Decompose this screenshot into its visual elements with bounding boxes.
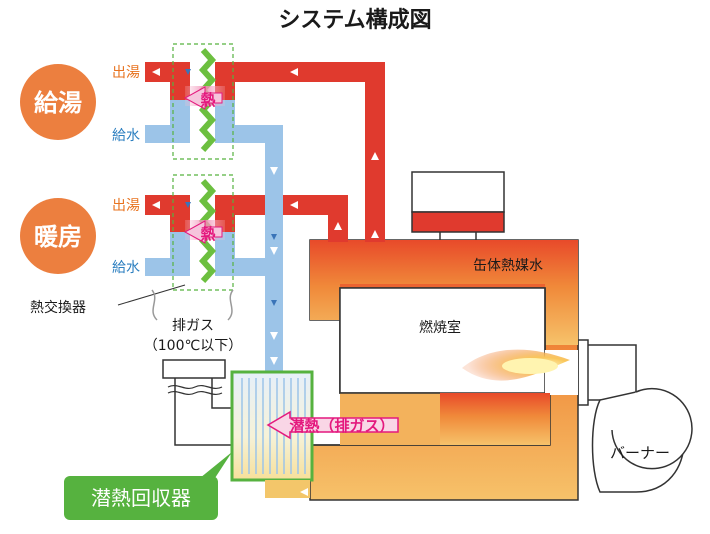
danbo-heat-arrow	[183, 220, 223, 244]
exhaust-label: 排ガス	[172, 318, 214, 334]
burner-flame	[462, 349, 570, 381]
burner-label: バーナー	[610, 444, 670, 462]
callout-pointer	[200, 452, 232, 478]
boiler-label: 缶体熱媒水	[473, 258, 543, 274]
kyuto-badge-label: 給湯	[34, 89, 82, 117]
danbo-hot-out-label: 出湯	[112, 197, 140, 214]
danbo-heat-exchanger-box	[172, 174, 234, 291]
exhaust-temp-label: （100℃以下）	[144, 338, 242, 354]
kyuto-hot-out-label: 出湯	[112, 64, 140, 81]
latent-recovery-callout	[64, 476, 218, 520]
danbo-badge	[20, 198, 96, 274]
latent-heat-label: 潜熱（排ガス）	[289, 417, 394, 435]
kyuto-water-in-label: 給水	[112, 128, 140, 144]
kyuto-heat-label: 熱	[200, 91, 215, 109]
diagram-title: システム構成図	[278, 7, 431, 33]
blue-flow-arrows	[185, 69, 277, 306]
latent-heat-arrow	[266, 410, 399, 440]
heat-exchanger-label: 熱交換器	[30, 299, 86, 316]
danbo-water-in-label: 給水	[112, 260, 140, 276]
danbo-heat-label: 熱	[200, 225, 215, 243]
flow-arrows	[152, 68, 379, 365]
burner	[577, 339, 693, 493]
kyuto-badge	[20, 64, 96, 140]
danbo-badge-label: 暖房	[34, 223, 82, 251]
exhaust-stack	[151, 289, 234, 446]
kyuto-heat-arrow	[183, 86, 223, 110]
kyuto-heat-exchanger-box	[172, 43, 234, 160]
latent-recovery-label: 潜熱回収器	[91, 486, 191, 510]
recovery-return-pipe	[265, 480, 310, 498]
combustion-label: 燃焼室	[419, 319, 461, 336]
zigzag-plates	[198, 47, 217, 284]
